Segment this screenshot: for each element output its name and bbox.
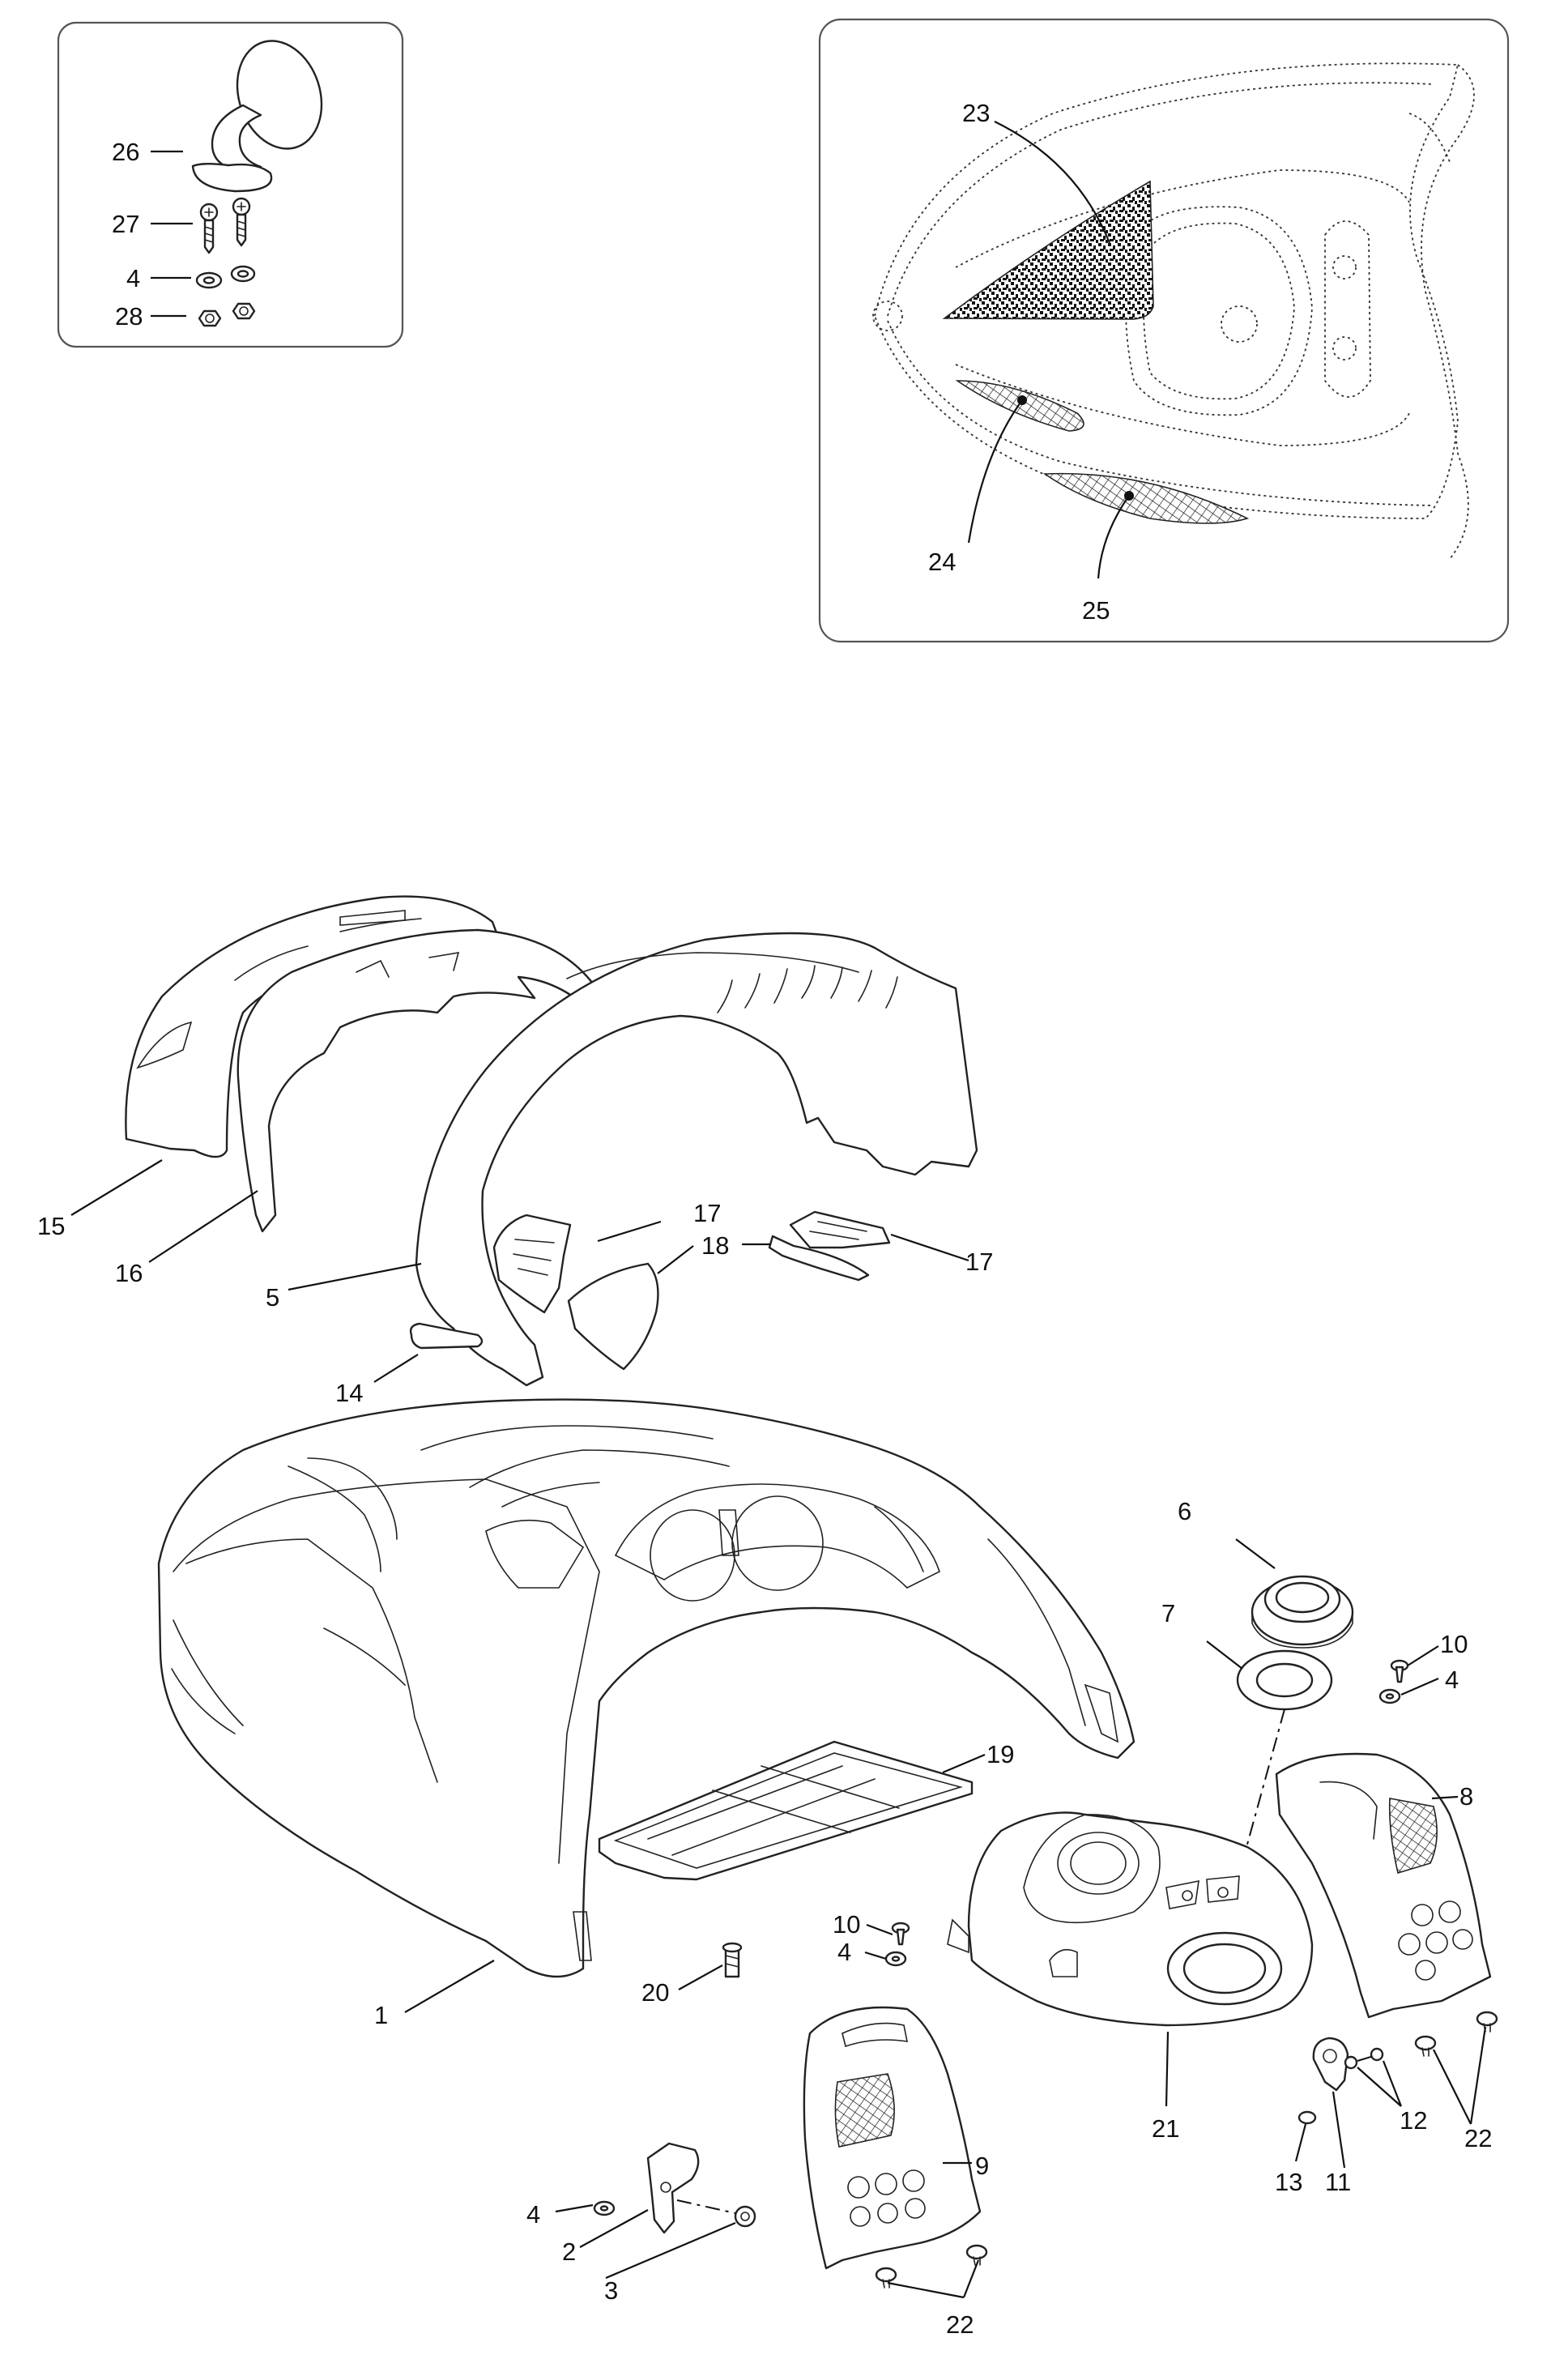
callout-18: 18 (701, 1231, 729, 1260)
callout-13: 13 (1275, 2168, 1302, 2196)
screw-part-12 (1344, 2047, 1384, 2070)
callout-8: 8 (1459, 1782, 1473, 1811)
callout-25: 25 (1082, 596, 1110, 625)
callout-17: 17 (965, 1248, 993, 1276)
trim-part-18 (567, 1235, 870, 1371)
callout-22: 22 (1464, 2124, 1492, 2152)
decal-part-25 (1042, 472, 1250, 524)
washer-part-4 (195, 265, 256, 289)
callout-1: 1 (374, 2001, 388, 2029)
callout-23: 23 (962, 99, 990, 127)
callout-19: 19 (986, 1740, 1014, 1768)
plug-part-22-right (1414, 2011, 1498, 2057)
washer-part-4-right (1378, 1688, 1401, 1704)
screw-part-10-right (1390, 1659, 1409, 1683)
gasket-part-7 (1236, 1649, 1333, 1711)
callout-14: 14 (335, 1379, 363, 1407)
callout-4: 4 (126, 264, 140, 292)
callout-4: 4 (837, 1938, 851, 1966)
side-panel-part-9 (803, 2006, 982, 2270)
callout-6: 6 (1178, 1497, 1191, 1525)
cap-part-3 (734, 2205, 756, 2228)
callout-17: 17 (693, 1199, 721, 1227)
callout-12: 12 (1400, 2106, 1427, 2135)
callout-10: 10 (833, 1910, 860, 1939)
callout-4: 4 (526, 2200, 540, 2229)
callout-11: 11 (1325, 2168, 1351, 2196)
callout-21: 21 (1152, 2114, 1179, 2143)
inset-mirror-hardware: 26 27 4 28 (57, 21, 404, 348)
screw-part-10-mid (891, 1922, 910, 1946)
tray-part-19 (598, 1740, 974, 1881)
vent-part-17-left (492, 1214, 572, 1314)
console-part-21 (947, 1811, 1314, 2027)
cover-part-5 (415, 932, 978, 1387)
washer-part-13 (1297, 2110, 1317, 2125)
side-panel-part-8 (1275, 1752, 1492, 2019)
callout-27: 27 (112, 210, 139, 238)
callout-5: 5 (266, 1283, 279, 1312)
callout-7: 7 (1161, 1599, 1175, 1627)
callout-15: 15 (37, 1212, 65, 1240)
screw-part-20 (722, 1942, 743, 1978)
liner-part-16 (236, 928, 604, 1233)
inset-deck-top-view: 23 24 25 (818, 18, 1510, 643)
vent-part-17-right (789, 1210, 891, 1249)
mirror-part-26 (191, 40, 323, 193)
callout-24: 24 (928, 548, 956, 576)
callout-2: 2 (562, 2237, 576, 2266)
callout-10: 10 (1440, 1630, 1468, 1658)
callout-28: 28 (115, 302, 143, 331)
callout-9: 9 (975, 2152, 989, 2180)
callout-26: 26 (112, 138, 139, 166)
deck-part-1 (157, 1398, 1136, 1978)
washer-part-4-bottom (593, 2200, 616, 2216)
ring-part-6 (1251, 1575, 1354, 1649)
callout-22: 22 (946, 2310, 974, 2339)
trim-part-14 (409, 1322, 484, 1350)
decal-part-24 (955, 380, 1084, 432)
bracket-part-11 (1312, 2037, 1349, 2092)
callout-4: 4 (1445, 1666, 1459, 1694)
decal-part-23 (942, 180, 1154, 320)
nut-part-28 (198, 302, 256, 327)
screw-part-27 (199, 197, 251, 254)
callout-3: 3 (604, 2276, 618, 2305)
washer-part-4-mid (884, 1951, 907, 1967)
callout-16: 16 (115, 1259, 143, 1287)
bracket-part-2 (646, 2142, 700, 2234)
callout-20: 20 (641, 1978, 669, 2007)
